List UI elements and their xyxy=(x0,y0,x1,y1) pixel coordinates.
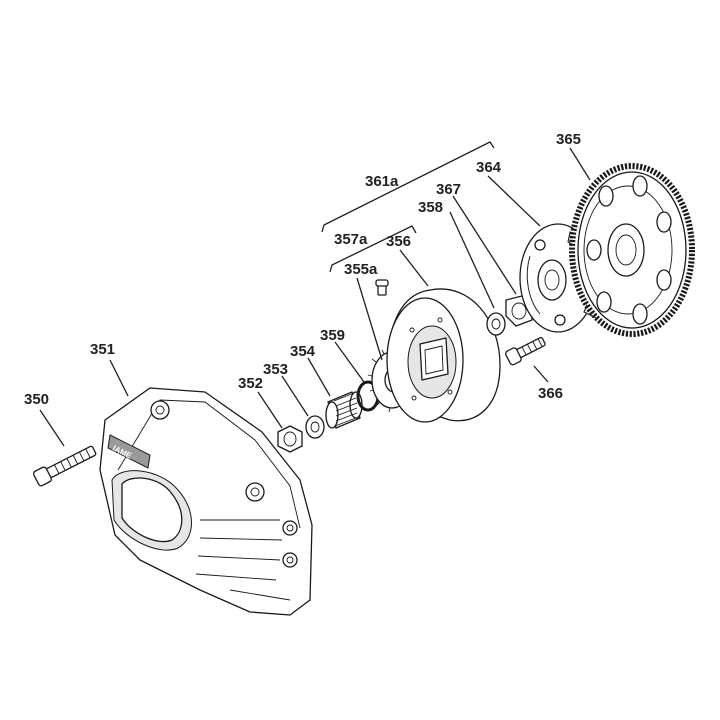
label-356: 356 xyxy=(386,233,411,250)
part-365-ring-gear xyxy=(569,163,695,337)
label-364: 364 xyxy=(476,159,502,176)
part-366-bolt xyxy=(505,336,546,366)
label-357a: 357a xyxy=(334,231,368,248)
label-354: 354 xyxy=(290,343,316,360)
label-350: 350 xyxy=(24,391,49,408)
part-352-nut xyxy=(277,425,303,453)
part-358-washer xyxy=(486,312,506,336)
label-358: 358 xyxy=(418,199,443,216)
label-366: 366 xyxy=(538,385,563,402)
part-355a-screw xyxy=(375,279,389,296)
part-350-bolt xyxy=(32,445,97,487)
label-351: 351 xyxy=(90,341,115,358)
leader-lines xyxy=(39,141,591,447)
label-365: 365 xyxy=(556,131,581,148)
part-356-clutch-drum xyxy=(386,288,501,423)
label-361a: 361a xyxy=(365,173,399,190)
label-367: 367 xyxy=(436,181,461,198)
part-351-clutch-cover xyxy=(99,387,313,616)
label-352: 352 xyxy=(238,375,263,392)
label-353: 353 xyxy=(263,361,288,378)
label-355a: 355a xyxy=(344,261,378,278)
part-number-labels: 350 351 352 353 354 359 355a 356 357a 36… xyxy=(24,131,581,408)
part-353-washer xyxy=(305,415,325,439)
label-359: 359 xyxy=(320,327,345,344)
